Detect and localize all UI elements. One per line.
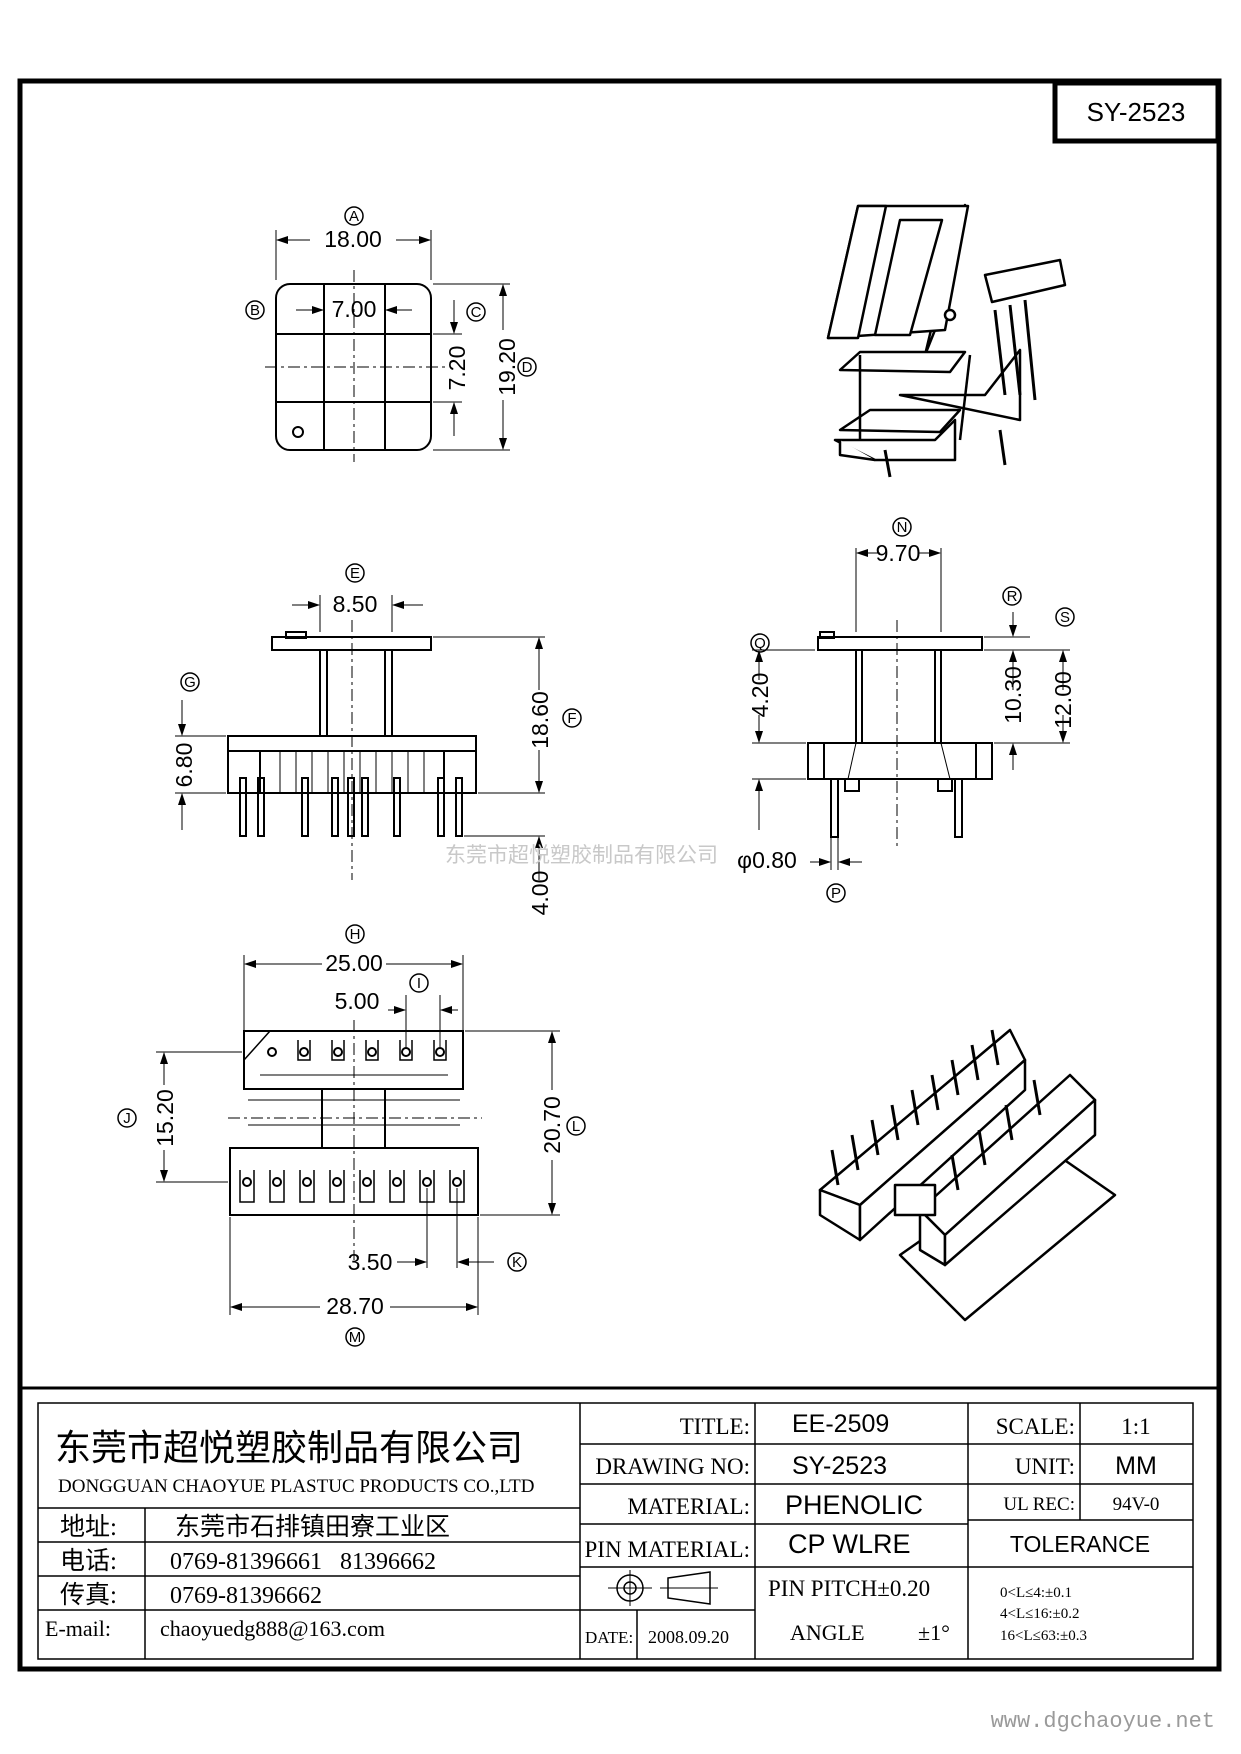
front-view [175,595,545,880]
front-view-labels: 8.50 18.60 6.80 4.00 [171,591,553,915]
dim-b-value: 7.00 [332,296,377,322]
drawing-no-label: DRAWING NO: [595,1454,750,1479]
title-block-text: 东莞市超悦塑胶制品有限公司 DONGGUAN CHAOYUE PLASTUC P… [45,1410,1159,1647]
date-value: 2008.09.20 [648,1627,729,1647]
dim-j-value: 15.20 [152,1089,178,1147]
projection-symbol [608,1570,718,1606]
dim-g-value: 6.80 [171,743,197,788]
unit-value: MM [1115,1452,1157,1480]
callout-p: P [831,885,841,902]
dim-p-value: φ0.80 [737,847,797,873]
top-view-labels: 18.00 7.00 7.20 19.20 [324,226,520,396]
ul-label: UL REC: [1003,1494,1075,1515]
callout-i: I [417,975,421,992]
dim-i-value: 5.00 [335,988,380,1014]
part-number-box: SY-2523 [1052,80,1221,144]
callout-j: J [123,1110,131,1127]
scale-value: 1:1 [1121,1414,1150,1439]
callout-g: G [184,674,196,691]
callout-k: K [512,1254,522,1271]
callout-l: L [572,1118,580,1135]
side-view-callouts: N Q R S P [750,517,1075,903]
callout-m: M [349,1329,362,1346]
isometric-view-upper [826,203,1067,478]
address-value: 东莞市石排镇田寮工业区 [175,1513,450,1541]
email-label: E-mail: [45,1616,111,1641]
sheet-border [17,78,1222,1672]
dim-m-value: 28.70 [326,1293,384,1319]
part-number: SY-2523 [1087,97,1186,127]
title-block [22,1386,1217,1660]
dim-h-value: 25.00 [325,950,383,976]
address-label: 地址: [60,1513,117,1541]
tolerance-row-3: 16<L≤63:±0.3 [1000,1628,1087,1644]
callout-e: E [350,565,360,582]
dim-d-value: 19.20 [494,338,520,396]
side-view-labels: 9.70 4.20 10.30 12.00 φ0.80 [737,540,1076,873]
angle-value: ±1° [918,1620,950,1645]
callout-a: A [349,208,359,225]
callout-c: C [471,304,482,321]
callout-s: S [1060,609,1070,626]
dim-pin-value: 4.00 [527,871,553,916]
website-url: www.dgchaoyue.net [991,1709,1215,1734]
pin-material-value: CP WLRE [788,1529,911,1559]
drawing-no-value: SY-2523 [792,1452,887,1480]
date-label: DATE: [585,1628,633,1647]
tolerance-label: TOLERANCE [1010,1531,1150,1557]
dim-k-value: 3.50 [348,1249,393,1275]
dim-a-value: 18.00 [324,226,382,252]
dim-c-value: 7.20 [444,346,470,391]
dim-s-value: 12.00 [1050,671,1076,729]
dim-r-value: 10.30 [1000,666,1026,724]
material-label: MATERIAL: [627,1494,750,1519]
phone-label: 电话: [60,1547,117,1575]
callout-d: D [522,359,533,376]
callout-r: R [1007,588,1018,605]
bottom-view-labels: 25.00 5.00 15.20 20.70 3.50 28.70 [152,950,565,1319]
company-name-cn: 东莞市超悦塑胶制品有限公司 [55,1428,523,1469]
pin-pitch-value: PIN PITCH±0.20 [768,1576,930,1601]
pin-material-label: PIN MATERIAL: [585,1537,750,1562]
top-view [265,230,510,462]
angle-label: ANGLE [790,1620,865,1645]
unit-label: UNIT: [1015,1454,1075,1479]
bottom-view [156,955,560,1315]
fax-label: 传真: [60,1581,117,1609]
ul-value: 94V-0 [1113,1494,1160,1515]
callout-f: F [567,710,576,727]
phone-value: 0769-81396661 81396662 [170,1549,436,1575]
material-value: PHENOLIC [785,1490,923,1520]
company-name-en: DONGGUAN CHAOYUE PLASTUC PRODUCTS CO.,LT… [58,1476,534,1497]
bottom-view-callouts: H I J L K M [117,924,586,1347]
title-label: TITLE: [680,1414,750,1439]
top-view-callouts: A B C D [245,206,537,377]
front-view-callouts: E F G [180,563,582,728]
callout-b: B [250,302,260,319]
dim-f-value: 18.60 [527,691,553,749]
watermark: 东莞市超悦塑胶制品有限公司 [445,844,718,867]
callout-n: N [897,519,908,536]
tolerance-row-2: 4<L≤16:±0.2 [1000,1606,1080,1622]
dim-e-value: 8.50 [333,591,378,617]
dim-n-value: 9.70 [876,540,921,566]
title-value: EE-2509 [792,1410,889,1438]
fax-value: 0769-81396662 [170,1583,322,1609]
callout-q: Q [754,635,766,652]
tolerance-row-1: 0<L≤4:±0.1 [1000,1585,1072,1601]
dim-l-value: 20.70 [539,1096,565,1154]
side-view [752,548,1070,870]
isometric-view-lower [818,1028,1117,1322]
dim-q-value: 4.20 [747,673,773,718]
callout-h: H [350,926,361,943]
scale-label: SCALE: [996,1414,1075,1439]
email-value: chaoyuedg888@163.com [160,1616,385,1641]
